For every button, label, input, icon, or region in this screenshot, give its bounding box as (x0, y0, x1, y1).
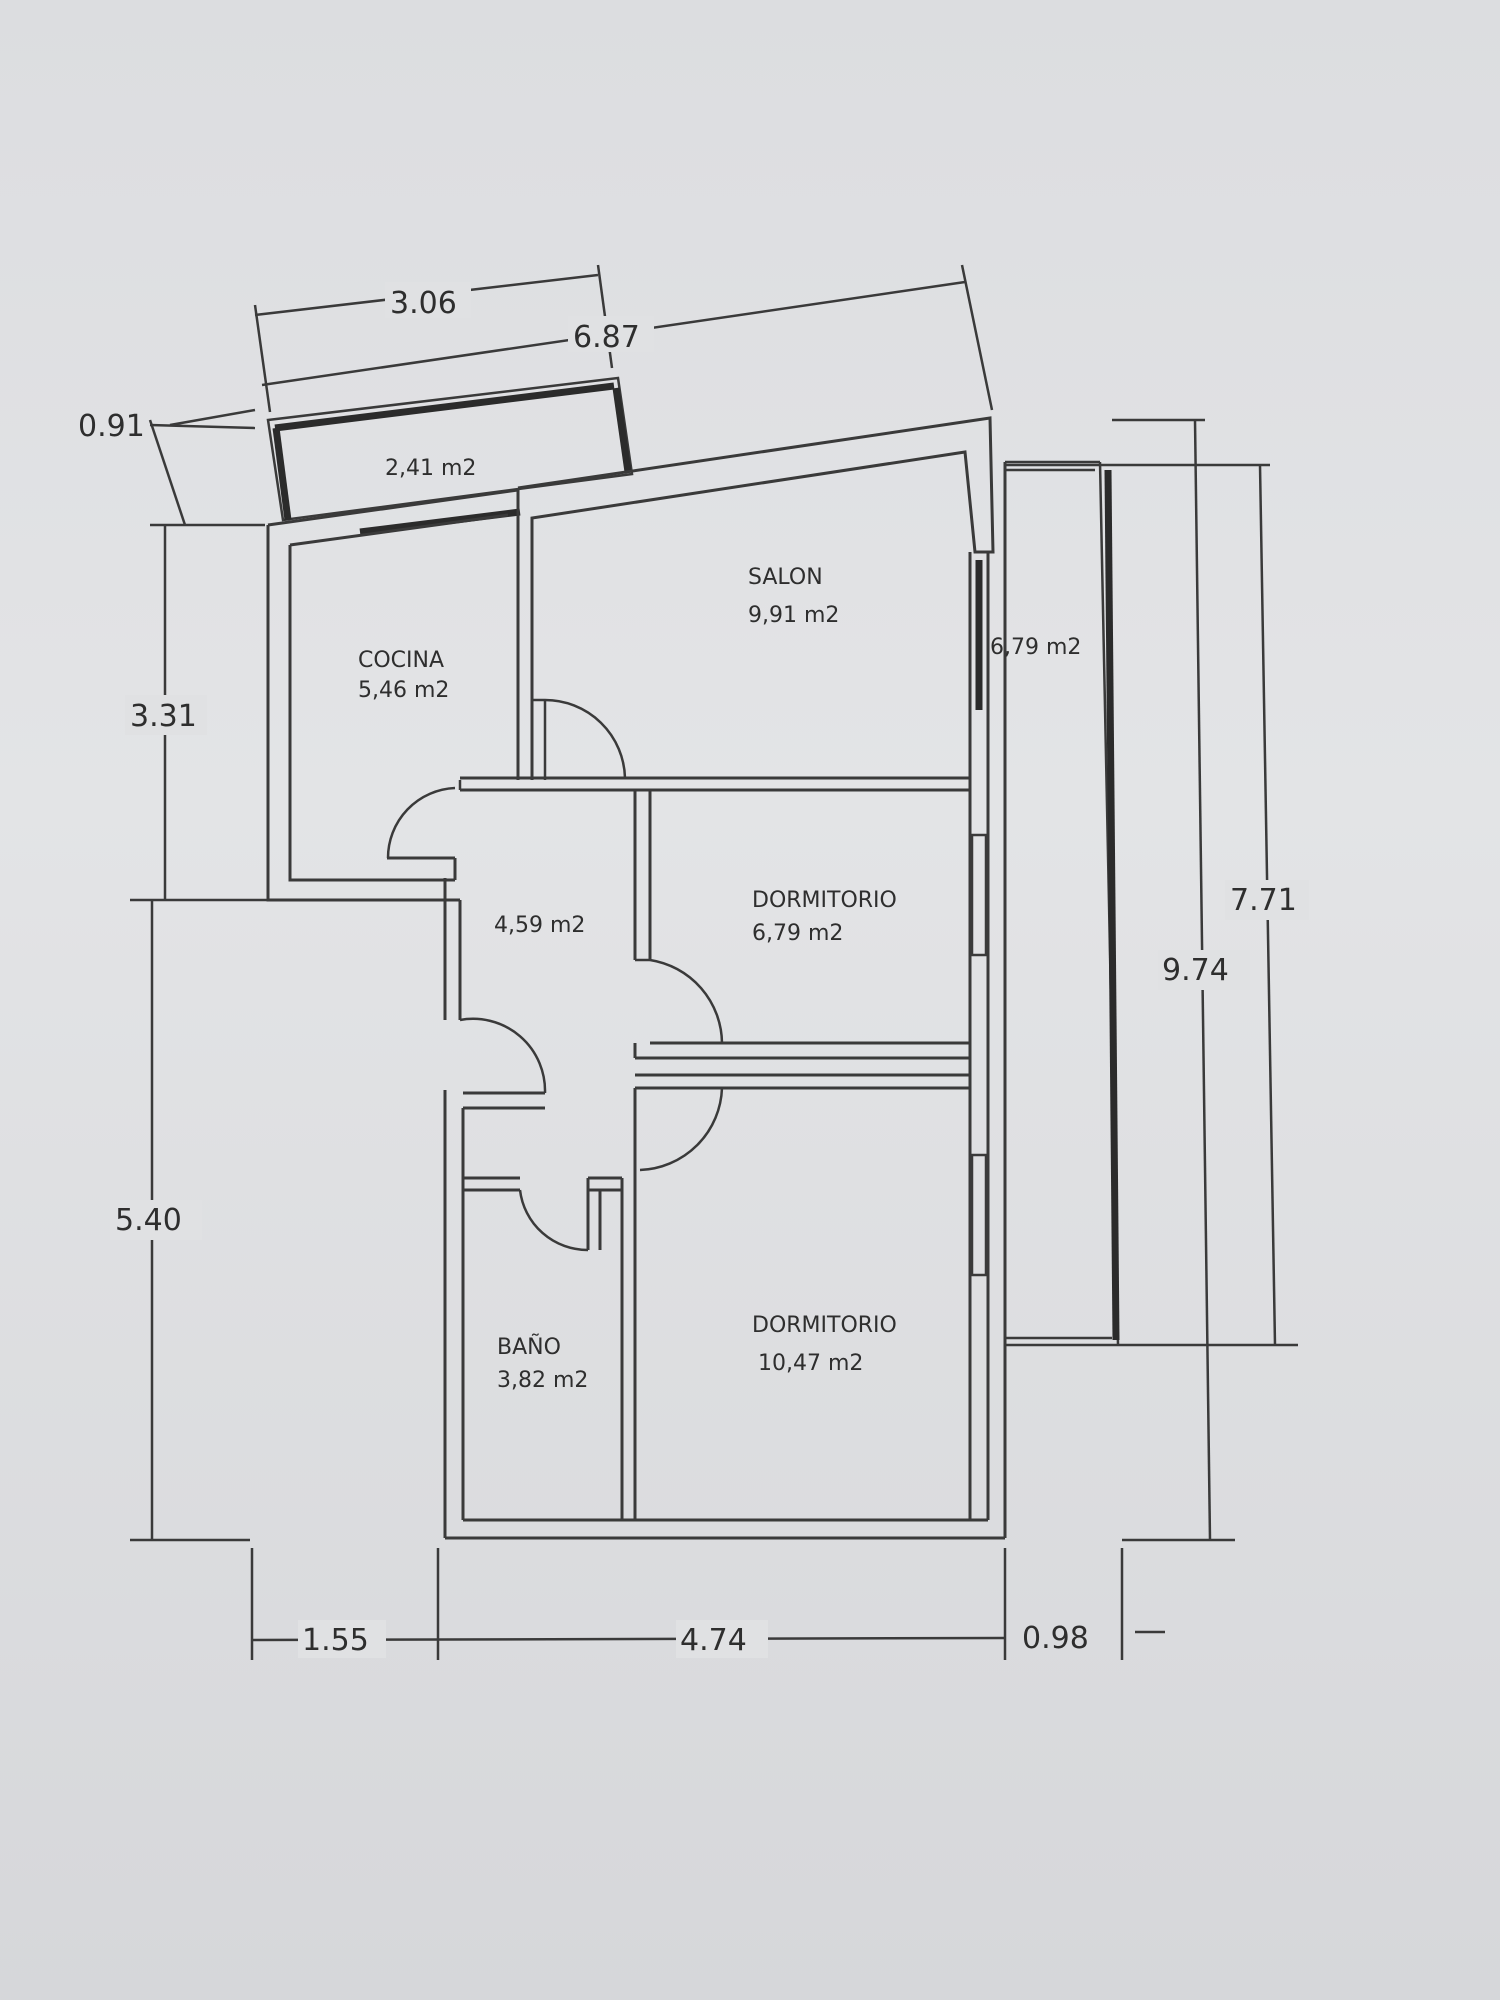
dim-left-upper: 3.31 (130, 699, 197, 734)
dim-bottom-left: 1.55 (302, 1623, 369, 1658)
right-windows (970, 560, 988, 1277)
hall-area: 4,59 m2 (494, 913, 585, 938)
dimension-lines (130, 264, 1298, 1660)
bano-area: 3,82 m2 (497, 1368, 588, 1393)
dim-right-balcony: 7.71 (1230, 883, 1297, 918)
dim-bottom-right: 0.98 (1022, 1621, 1089, 1656)
doors (386, 698, 724, 1252)
outer-walls (266, 416, 1007, 1540)
interior-walls (460, 776, 970, 1520)
dormitorio2-name: DORMITORIO (752, 1313, 897, 1338)
cocina-area: 5,46 m2 (358, 678, 449, 703)
salon-area: 9,91 m2 (748, 603, 839, 628)
dim-top-total: 6.87 (573, 320, 640, 355)
dormitorio2-area: 10,47 m2 (758, 1351, 863, 1376)
dormitorio1-name: DORMITORIO (752, 888, 897, 913)
salon-name: SALON (748, 565, 823, 590)
dim-right-total: 9.74 (1162, 953, 1229, 988)
room-labels: 2,41 m2 SALON 9,91 m2 6,79 m2 COCINA 5,4… (358, 456, 1081, 1393)
balcony-area: 6,79 m2 (990, 635, 1081, 660)
terrace-walls (266, 376, 634, 536)
dim-bottom-main: 4.74 (680, 1623, 747, 1658)
dormitorio1-area: 6,79 m2 (752, 921, 843, 946)
bano-name: BAÑO (497, 1333, 561, 1360)
dim-left-offset: 0.91 (78, 409, 145, 444)
balcony-walls (1005, 460, 1120, 1347)
dim-top-terrace: 3.06 (390, 286, 457, 321)
cocina-name: COCINA (358, 648, 444, 673)
terrace-area: 2,41 m2 (385, 456, 476, 481)
dimension-labels: 3.06 6.87 0.91 3.31 5.40 9.74 7.71 1.55 … (78, 282, 1309, 1658)
dim-left-lower: 5.40 (115, 1203, 182, 1238)
